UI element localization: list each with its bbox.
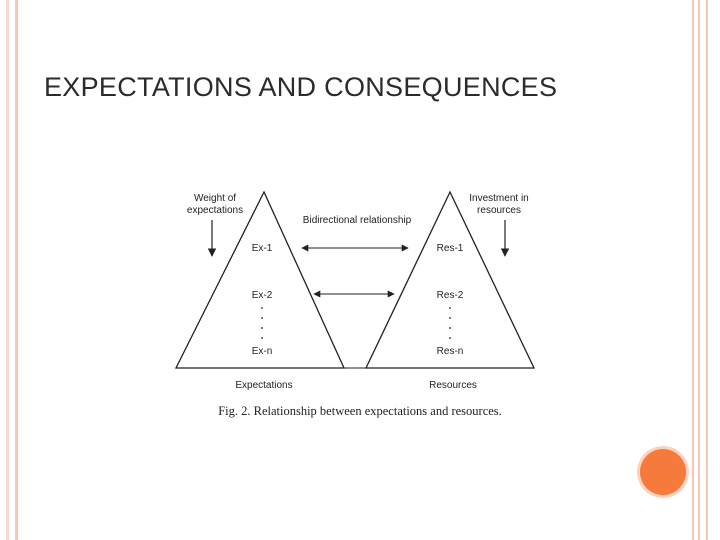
left-top-label-line2: expectations: [187, 205, 243, 216]
ex-2-label: Ex-2: [252, 290, 273, 301]
bidirectional-label: Bidirectional relationship: [303, 215, 412, 226]
res-2-label: Res-2: [437, 290, 464, 301]
resources-bottom-label: Resources: [429, 380, 477, 391]
expectations-bottom-label: Expectations: [235, 380, 292, 391]
ex-ellipsis-dots: [261, 307, 263, 339]
res-n-label: Res-n: [437, 346, 464, 357]
left-top-label-line1: Weight of: [194, 193, 236, 204]
res-1-label: Res-1: [437, 243, 464, 254]
slide-title: EXPECTATIONS AND CONSEQUENCES: [44, 72, 558, 102]
figure-caption: Fig. 2. Relationship between expectation…: [218, 404, 502, 418]
ex-n-label: Ex-n: [252, 346, 273, 357]
res-ellipsis-dots: [449, 307, 451, 339]
expectations-resources-diagram: Weight of expectations Investment in res…: [174, 190, 536, 391]
ex-1-label: Ex-1: [252, 243, 273, 254]
orange-circle-decoration: [640, 449, 686, 495]
right-top-label-line2: resources: [477, 205, 521, 216]
left-border-decoration: [0, 0, 18, 540]
right-border-decoration: [690, 0, 720, 540]
right-top-label-line1: Investment in: [469, 193, 528, 204]
